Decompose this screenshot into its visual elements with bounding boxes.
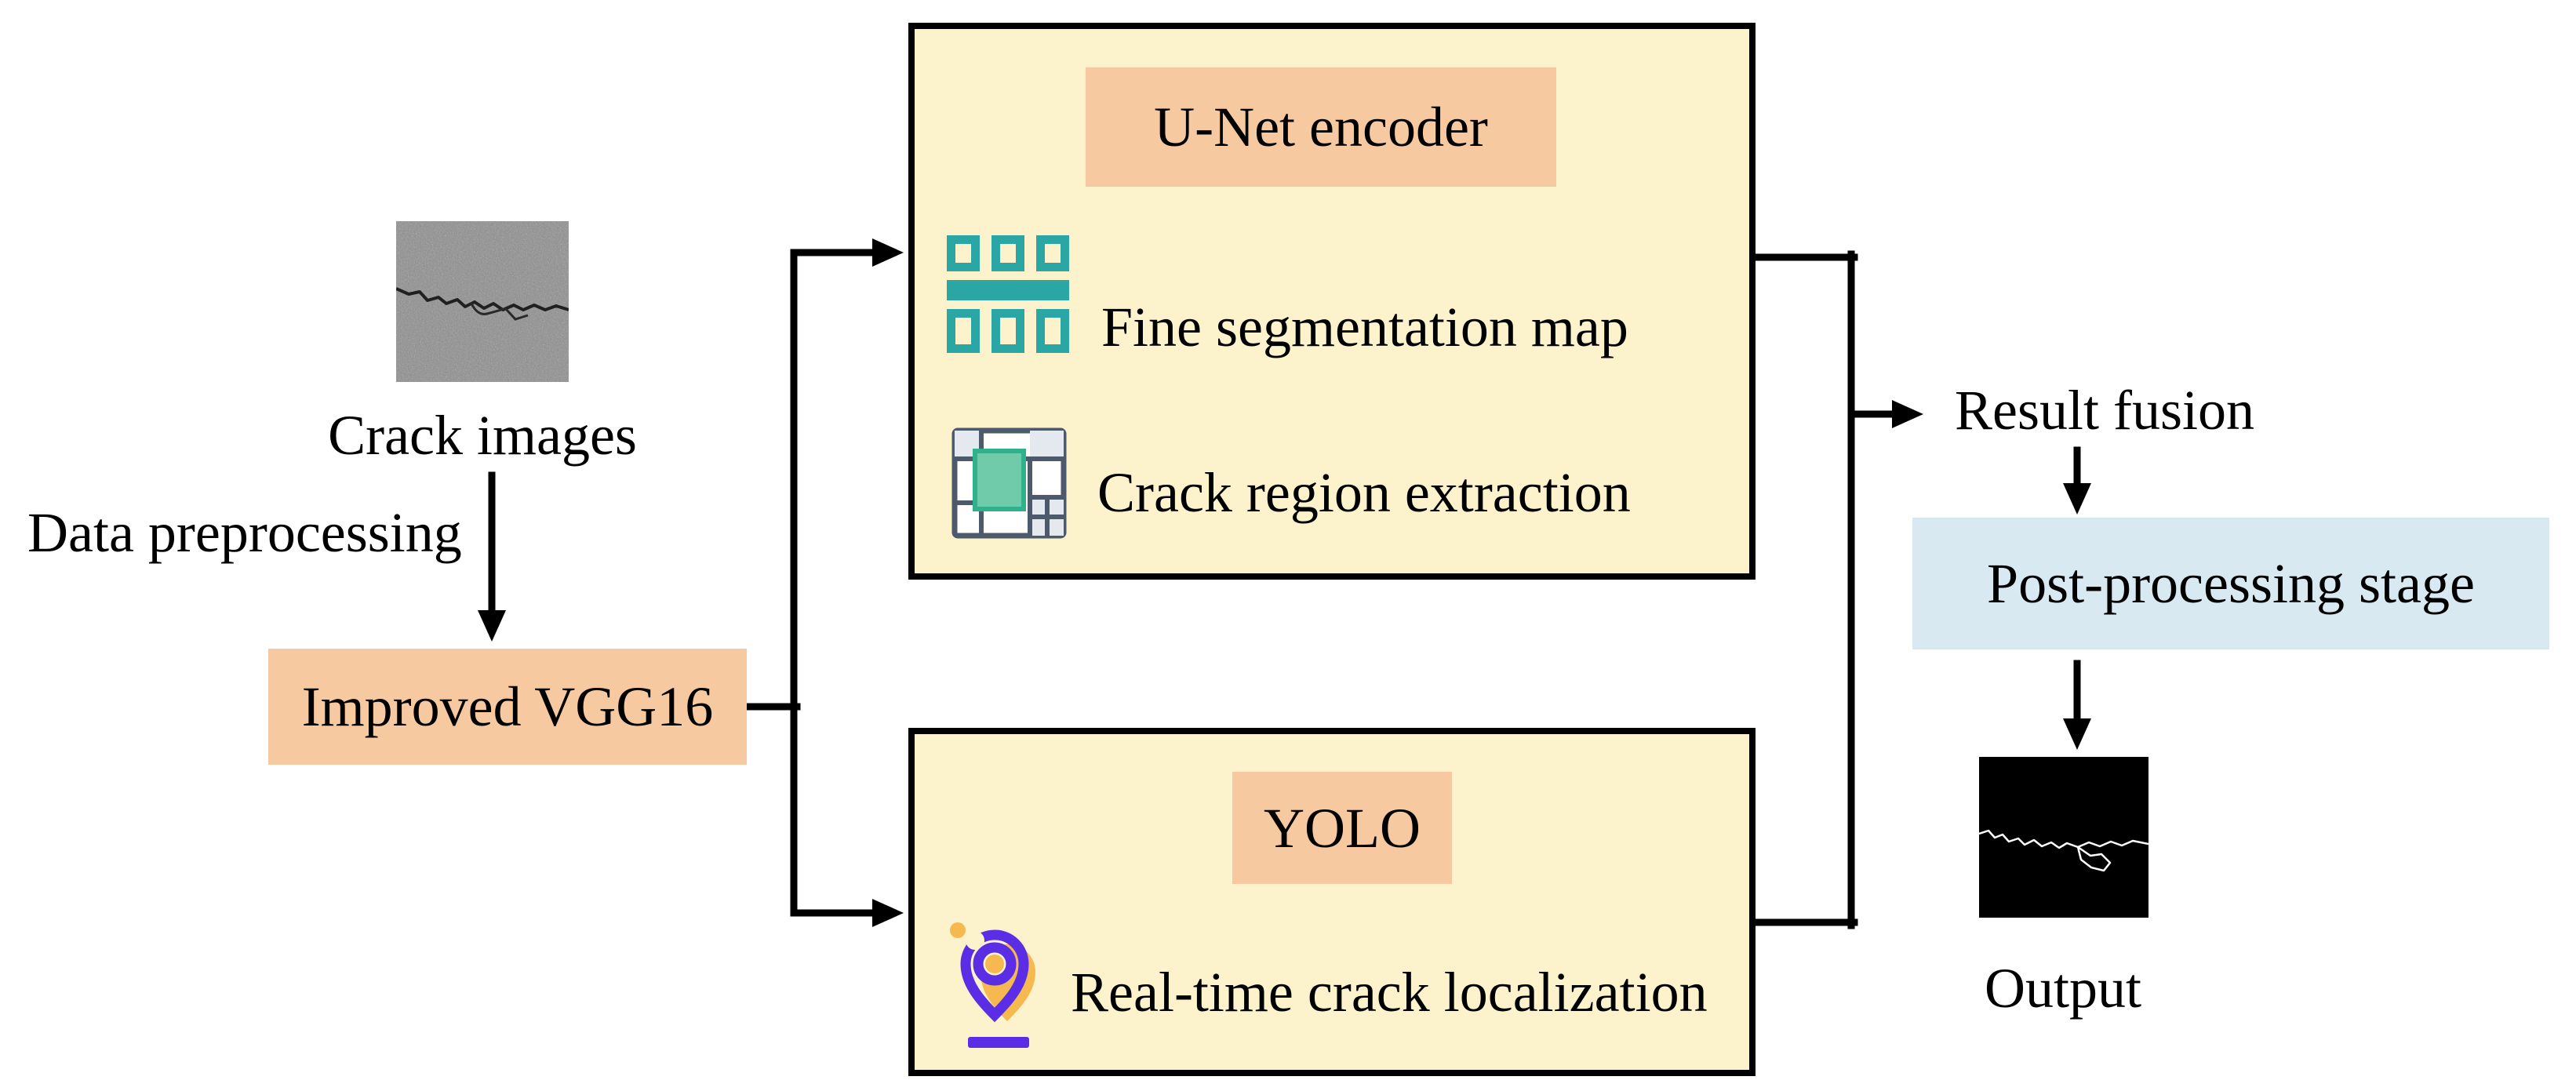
- region-grid-icon: [951, 427, 1067, 539]
- vgg16-node: Improved VGG16: [268, 649, 747, 765]
- post-processing-label: Post-processing stage: [1987, 552, 2475, 615]
- arrow-to-unet: [790, 238, 904, 267]
- arrow-to-result-fusion: [1847, 400, 1923, 428]
- yolo-title-tag: YOLO: [1232, 772, 1452, 884]
- vgg16-label: Improved VGG16: [301, 675, 714, 738]
- yolo-title: YOLO: [1264, 796, 1421, 860]
- crack-mask: [1979, 757, 2148, 918]
- post-processing-box: Post-processing stage: [1912, 518, 2549, 649]
- arrow-fusion-to-post: [2063, 446, 2091, 515]
- unet-title: U-Net encoder: [1154, 96, 1488, 158]
- unet-title-tag: U-Net encoder: [1086, 67, 1556, 187]
- crack-region-label: Crack region extraction: [1097, 461, 1631, 524]
- connector-vgg-split: [743, 249, 801, 917]
- arrow-preprocessing: [478, 471, 506, 642]
- connector-branches-merge: [1752, 250, 1858, 929]
- map-pin-icon: [949, 919, 1047, 1049]
- arrow-post-to-output: [2063, 660, 2091, 750]
- teal-grid-icon: [947, 235, 1069, 353]
- arrow-to-yolo: [790, 899, 904, 927]
- unet-branch-box: U-Net encoder Fine segmentation map: [908, 23, 1756, 580]
- input-caption: Crack images: [328, 404, 637, 467]
- crack-photo: [396, 221, 569, 382]
- yolo-branch-box: YOLO Real-time crack localization: [908, 728, 1756, 1076]
- result-fusion-label: Result fusion: [1955, 379, 2255, 442]
- fine-segmentation-label: Fine segmentation map: [1101, 296, 1628, 358]
- output-caption: Output: [1984, 957, 2141, 1020]
- realtime-localization-label: Real-time crack localization: [1071, 961, 1708, 1024]
- data-preprocessing-label: Data preprocessing: [27, 501, 462, 564]
